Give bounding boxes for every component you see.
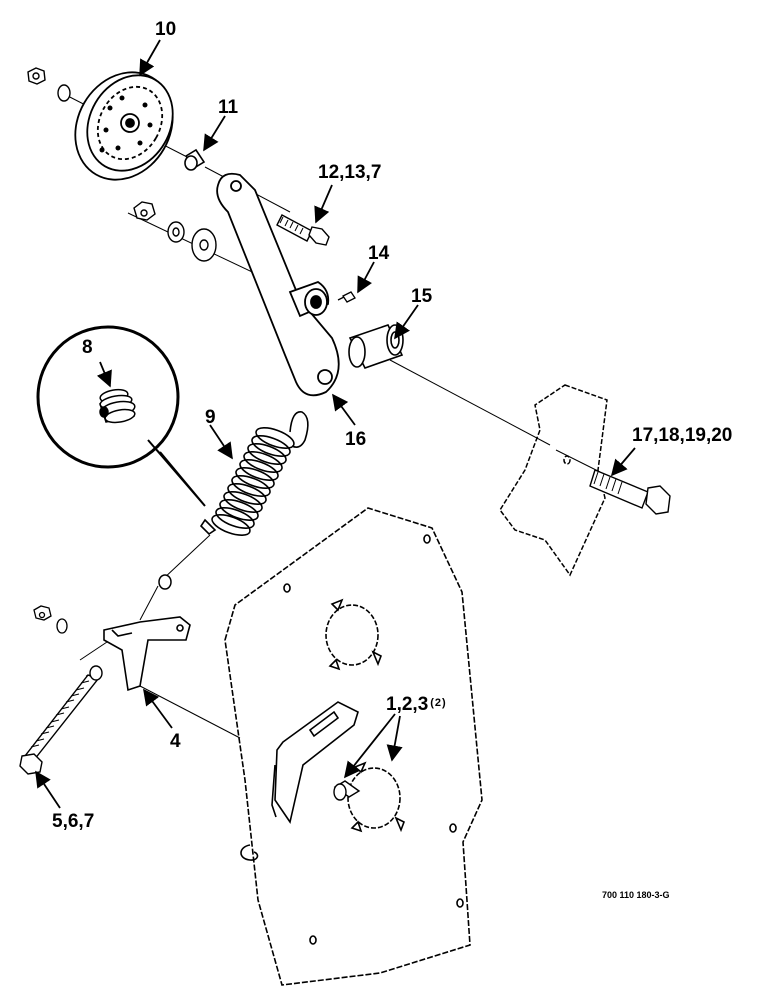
spacer-bushing <box>185 150 204 170</box>
tension-spring <box>201 412 308 540</box>
rear-bracket <box>500 385 607 575</box>
plate-hole <box>284 584 290 592</box>
callout-10: 10 <box>155 19 177 40</box>
adjuster-bolt <box>20 666 102 774</box>
drawing-number: 700 110 180-3-G <box>602 890 670 900</box>
callout-17-18-19-20: 17,18,19,20 <box>632 425 733 446</box>
callout-5-6-7: 5,6,7 <box>52 811 95 832</box>
pulley-washer <box>58 85 70 101</box>
plate-hole <box>310 936 316 944</box>
callout-1-2-3: 1,2,3(2) <box>386 695 447 714</box>
callout-14: 14 <box>368 243 390 264</box>
leader-lines <box>35 40 635 808</box>
callout-12-13-7: 12,13,7 <box>318 162 382 183</box>
pulley-nut <box>28 68 45 84</box>
plate-hole <box>424 535 430 543</box>
carriage-bolt <box>334 781 359 800</box>
callout-16: 16 <box>345 429 367 450</box>
plate-hook <box>241 845 257 860</box>
callout-8: 8 <box>82 337 93 358</box>
grease-fitting <box>338 292 355 302</box>
spring-plug <box>99 388 136 425</box>
pivot-bolt <box>590 470 670 514</box>
plate-hole <box>457 899 463 907</box>
callout-1-2-3-quantity: (2) <box>430 697 447 709</box>
plate-cutout-upper <box>326 600 381 669</box>
detail-inset <box>38 327 205 506</box>
callout-1-2-3-label: 1,2,3 <box>386 694 429 715</box>
adjuster-nut-washer <box>34 606 67 633</box>
plate-hole <box>450 824 456 832</box>
spring-bushing <box>159 575 171 589</box>
callout-4: 4 <box>170 731 181 752</box>
mounting-plate <box>225 508 482 985</box>
idler-arm <box>217 174 339 396</box>
arm-pivot-bolt <box>277 215 329 245</box>
adjuster-bracket <box>104 617 190 690</box>
idler-pulley <box>56 55 192 198</box>
arm-nut-washers <box>134 202 216 261</box>
callout-11: 11 <box>218 97 239 118</box>
pivot-bushing <box>349 325 403 368</box>
plate-spring-bracket <box>272 702 358 822</box>
callout-9: 9 <box>205 407 216 428</box>
callout-15: 15 <box>411 286 433 307</box>
